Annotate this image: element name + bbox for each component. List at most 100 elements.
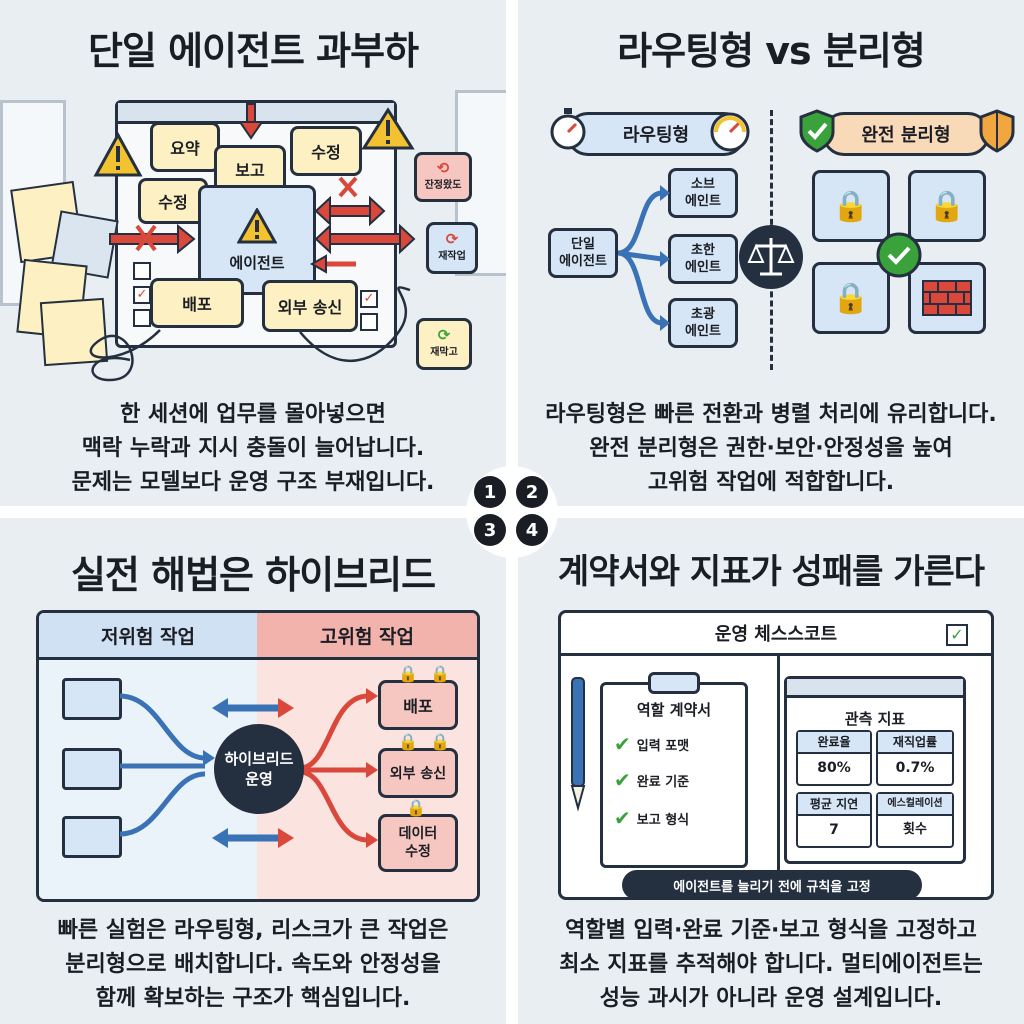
metric-cell: 평균 지연 7: [796, 792, 872, 848]
caption-line: 한 세션에 업무를 몰아넣으면: [120, 402, 386, 427]
warning-icon: [237, 207, 277, 243]
contract-title: 역할 계약서: [636, 701, 712, 719]
caption-line: 완전 분리형은 권한·보안·안정성을 높여: [589, 436, 953, 461]
high-risk-task: 외부 송신: [378, 748, 458, 798]
tag-loop: ⟲ 잔정왔도: [414, 152, 472, 202]
panel-number-badge: 4: [516, 514, 548, 546]
warning-icon: [361, 107, 415, 150]
panel-title: 단일 에이전트 과부하: [87, 29, 419, 73]
firewall-brick-icon: [922, 280, 972, 316]
checkbox-icon: [360, 313, 378, 331]
metric-cell: 에스컬레이션 횟수: [876, 792, 954, 848]
metrics-title: 관측 지표: [844, 710, 906, 728]
metric-value: 7: [829, 822, 839, 838]
task-note-edit-2: 수정: [138, 178, 208, 224]
lock-icon: 🔒: [832, 280, 870, 316]
checkmark-icon: ✔: [614, 732, 631, 756]
panel-caption: 라우팅형은 빠른 전환과 병렬 처리에 유리합니다. 완전 분리형은 권한·보안…: [528, 398, 1014, 500]
metric-value: 80%: [817, 760, 851, 776]
panel-contract-and-metrics: 계약서와 지표가 성패를 가른다 운영 체스스코트 ✓ 역할 계약서 ✔입력 포…: [518, 518, 1024, 1024]
agent-label: 에이전트: [229, 253, 285, 272]
agent-box: 에이전트: [198, 185, 316, 295]
checkmark-icon: ✔: [614, 768, 631, 792]
contract-item-label: 완료 기준: [636, 774, 690, 790]
lock-icon: 🔒: [406, 798, 426, 817]
high-risk-task: 배포: [378, 680, 458, 730]
panel-caption: 역할별 입력·완료 기준·보고 형식을 고정하고 최소 지표를 추적해야 합니다…: [528, 914, 1014, 1016]
hybrid-arrows: [119, 688, 378, 848]
contract-item-label: 입력 포맷: [636, 738, 690, 754]
panel-caption: 한 세션에 업무를 몰아넣으면 맥락 누락과 지시 충돌이 늘어납니다. 문제는…: [10, 398, 496, 500]
contract-item: ✔ 보고 형식: [614, 806, 689, 830]
task-note-external-send: 외부 송신: [262, 280, 358, 332]
contract-clipboard: 역할 계약서: [600, 682, 748, 868]
tag-retry: ⟳ 재막고: [416, 318, 472, 370]
balance-scale-icon: [739, 225, 803, 289]
sub-agent-box: 소브 에인트: [668, 168, 738, 218]
metric-cell: 재직업률 0.7%: [876, 730, 954, 786]
contract-item: ✔ 완료 기준: [614, 768, 689, 792]
lock-icon: 🔒: [430, 664, 450, 683]
stopwatch-icon: [550, 108, 586, 150]
pen-icon: [570, 677, 586, 812]
contract-item: ✔ 입력 포맷: [614, 732, 689, 756]
tag-label: 잔정왔도: [424, 180, 462, 191]
task-card-icon: [62, 816, 122, 858]
sub-agent-box: 초한 에인트: [668, 234, 738, 284]
metric-label: 완료율: [798, 732, 870, 754]
routing-arrows: [617, 185, 670, 331]
task-note-summary: 요약: [150, 122, 220, 172]
panel-number-badge: 2: [516, 476, 548, 508]
lock-icon: 🔒: [928, 188, 966, 224]
lock-icon: 🔒: [430, 732, 450, 751]
metric-label: 평균 지연: [798, 794, 870, 816]
metric-label: 에스컬레이션: [878, 794, 952, 816]
caption-line: 라우팅형은 빠른 전환과 병렬 처리에 유리합니다.: [545, 402, 997, 427]
scorecard-title: 운영 체스스코트: [561, 613, 991, 656]
lock-icon: 🔒: [398, 732, 418, 751]
isolated-unit: [908, 262, 986, 334]
shield-icon: [979, 109, 1015, 153]
refresh-icon: ⟲: [436, 159, 450, 177]
metric-value: 횟수: [903, 822, 927, 837]
task-card-icon: [62, 748, 122, 790]
isolated-unit: 🔒: [908, 170, 986, 242]
caption-line: 고위험 작업에 적합합니다.: [647, 470, 895, 495]
caption-line: 성능 과시가 아니라 운영 설계입니다.: [599, 986, 943, 1011]
metric-label: 재직업률: [878, 732, 952, 754]
tag-label: 재막고: [430, 347, 458, 358]
panel-title: 계약서와 지표가 성패를 가른다: [557, 552, 985, 592]
refresh-icon: ⟳: [437, 326, 451, 344]
warning-icon: [93, 131, 143, 177]
contract-item-label: 보고 형식: [636, 812, 690, 828]
tag-label: 재작업: [438, 251, 466, 262]
task-note-edit: 수정: [290, 126, 362, 176]
panel-single-agent-overload: 단일 에이전트 과부하 요약 보고 수정 수정 에이전트 배포 외부 송신 ✓ …: [0, 0, 506, 506]
tag-rework: ⟳ 재작업: [426, 222, 478, 274]
high-risk-header: 고위험 작업: [257, 613, 477, 660]
caption-line: 맥락 누락과 지시 충돌이 늘어납니다.: [81, 436, 425, 461]
lock-icon: 🔒: [398, 664, 418, 683]
overload-arrows: [89, 103, 416, 382]
shield-check-icon: [799, 109, 835, 153]
clipboard-clip: [648, 672, 700, 694]
task-note-deploy: 배포: [150, 278, 244, 328]
divider: [777, 656, 780, 897]
panel-number-badge: 3: [474, 514, 506, 546]
checkmark-icon: ✔: [614, 806, 631, 830]
caption-line: 역할별 입력·완료 기준·보고 형식을 고정하고: [565, 918, 977, 943]
checkbox-icon: [133, 262, 151, 280]
gauge-icon: [710, 112, 750, 152]
isolated-header: 완전 분리형: [822, 112, 990, 156]
caption-line: 최소 지표를 추적해야 합니다. 멀티에이전트는: [559, 952, 983, 977]
checkbox-icon: [133, 309, 151, 327]
high-risk-task: 데이터 수정: [378, 814, 458, 872]
isolated-unit: 🔒: [812, 262, 890, 334]
caption-line: 분리형으로 배치합니다. 속도와 안정성을: [65, 952, 441, 977]
shield-check-icon: [876, 232, 922, 278]
checkbox-checked-icon: ✓: [360, 290, 378, 308]
panel-caption: 빠른 실험은 라우팅형, 리스크가 큰 작업은 분리형으로 배치합니다. 속도와…: [10, 914, 496, 1016]
checkbox-checked-icon: ✓: [133, 286, 151, 304]
low-risk-header: 저위험 작업: [39, 613, 257, 660]
panel-hybrid-solution: 실전 해법은 하이브리드 저위험 작업 고위험 작업 하이브리드 운영 배포 외…: [0, 518, 506, 1024]
